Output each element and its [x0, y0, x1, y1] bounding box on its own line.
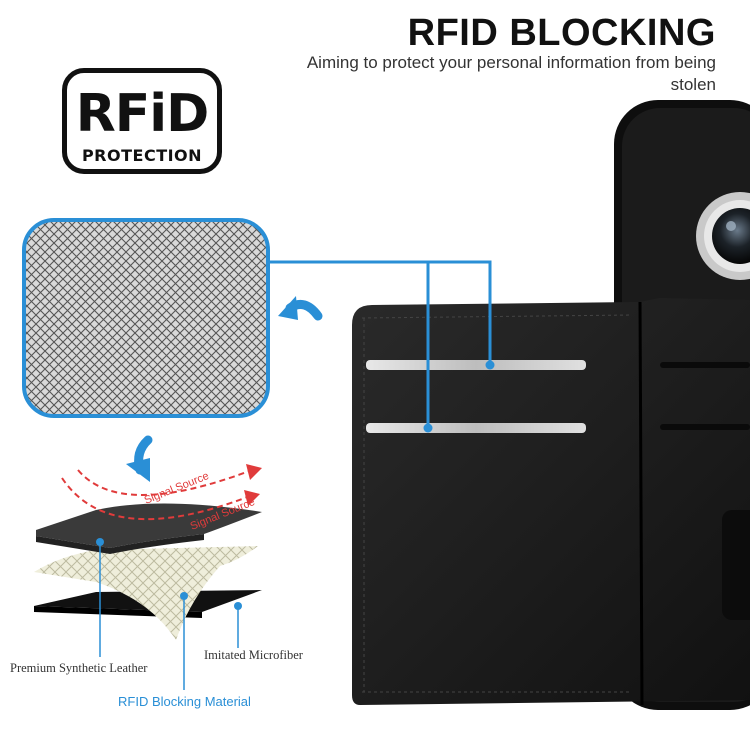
leather-layer: [36, 503, 262, 548]
curved-arrow-down-icon: [126, 435, 153, 482]
rfid-material-label: RFID Blocking Material: [118, 694, 251, 709]
rfid-badge: RFiD PROTECTION: [62, 68, 222, 174]
curved-arrow-icon: [278, 296, 323, 321]
rfid-blocking-layer: [34, 546, 258, 640]
layer-stack: [34, 503, 262, 640]
layer-callouts: [99, 542, 239, 690]
microfiber-label: Imitated Microfiber: [204, 648, 303, 662]
signal-source-label-1: Signal Source: [143, 470, 211, 507]
rfid-mesh-zoom: [22, 218, 270, 418]
page-title: RFID BLOCKING: [407, 12, 716, 54]
badge-title: RFiD: [75, 84, 210, 144]
connector-lines: [268, 260, 492, 428]
leather-label: Premium Synthetic Leather: [10, 661, 148, 675]
wallet: [352, 298, 750, 706]
card-slot-bottom: [366, 423, 586, 433]
signal-arrows: [61, 469, 253, 521]
badge-subtitle: PROTECTION: [81, 146, 203, 165]
camera-lens-icon: [696, 192, 750, 280]
card-slot-top: [366, 360, 586, 370]
page-subtitle: Aiming to protect your personal informat…: [306, 53, 716, 94]
